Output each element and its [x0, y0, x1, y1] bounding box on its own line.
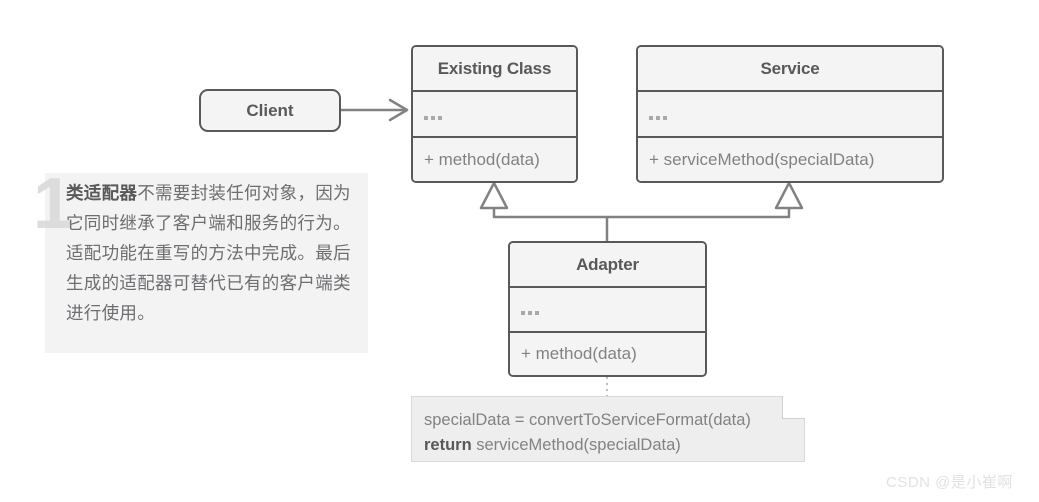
existing-class-operations: + method(data) [413, 138, 576, 181]
adapter-title: Adapter [510, 243, 705, 288]
code-note-line-1: specialData = convertToServiceFormat(dat… [424, 411, 751, 429]
watermark: CSDN @是小崔啊 [886, 474, 1013, 491]
note-fold-corner [782, 396, 805, 419]
service-attributes [638, 92, 942, 138]
service-operations: + serviceMethod(specialData) [638, 138, 942, 181]
annotation-number: 1 [33, 164, 74, 244]
client-label: Client [246, 100, 294, 120]
annotation-body: 不需要封装任何对象，因为它同时继承了客户端和服务的行为。适配功能在重写的方法中完… [66, 183, 351, 323]
association-arrowhead [388, 98, 409, 122]
adapter-operations: + method(data) [510, 333, 705, 375]
ellipsis-icon [649, 109, 670, 120]
service-title: Service [638, 47, 942, 92]
code-note-line-2-rest: serviceMethod(specialData) [471, 436, 681, 454]
adapter-attributes [510, 288, 705, 333]
adapter-box[interactable]: Adapter + method(data) [508, 241, 707, 377]
generalization-triangle-existing-class [479, 181, 509, 210]
ellipsis-icon [424, 109, 445, 120]
inheritance-bus [492, 208, 791, 219]
annotation-panel [45, 173, 368, 353]
generalization-triangle-service [774, 181, 804, 210]
client-box[interactable]: Client [199, 89, 341, 132]
existing-class-attributes [413, 92, 576, 138]
annotation-text: 类适配器不需要封装任何对象，因为它同时继承了客户端和服务的行为。适配功能在重写的… [66, 178, 354, 328]
code-note-keyword: return [424, 436, 472, 454]
code-note-line-2: return serviceMethod(specialData) [424, 433, 804, 458]
existing-class-title: Existing Class [413, 47, 576, 92]
annotation-bold-lead: 类适配器 [66, 183, 138, 203]
service-box[interactable]: Service + serviceMethod(specialData) [636, 45, 944, 183]
existing-class-box[interactable]: Existing Class + method(data) [411, 45, 578, 183]
ellipsis-icon [521, 304, 542, 315]
code-note: specialData = convertToServiceFormat(dat… [411, 396, 805, 462]
